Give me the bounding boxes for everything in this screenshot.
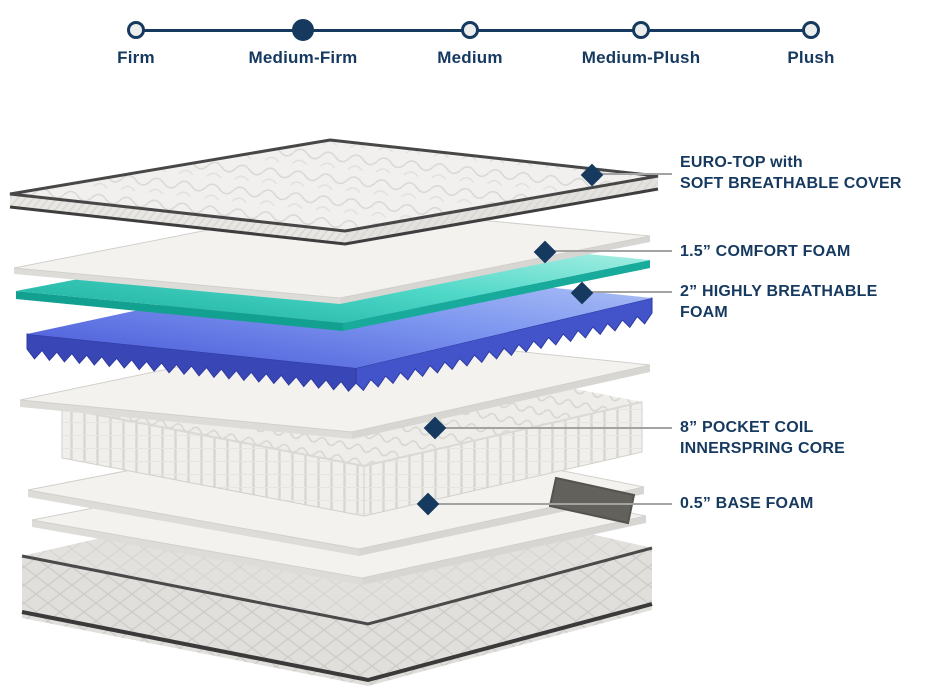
layer-label-line: 2” HIGHLY BREATHABLE <box>680 283 878 300</box>
firmness-label-medium: Medium <box>437 48 503 67</box>
layer-label-line: 8” POCKET COIL <box>680 419 814 436</box>
firmness-label-medium-plush: Medium-Plush <box>581 48 701 67</box>
layer-label-line: INNERSPRING CORE <box>680 440 845 457</box>
layer-cover-sheet <box>13 205 651 304</box>
base-handle <box>548 476 636 525</box>
connector-pocket-coil <box>443 427 672 429</box>
firmness-label-plush: Plush <box>787 48 835 67</box>
layer-label-line: FOAM <box>680 304 728 321</box>
layer-label-pocket-coil: 8” POCKET COIL INNERSPRING CORE <box>680 417 845 459</box>
connector-breathable-foam <box>590 291 672 293</box>
connector-euro-top <box>600 173 672 175</box>
layer-label-euro-top: EURO-TOP with SOFT BREATHABLE COVER <box>680 152 902 194</box>
connector-comfort-foam <box>553 250 672 252</box>
layer-label-breathable-foam: 2” HIGHLY BREATHABLE FOAM <box>680 281 878 323</box>
firmness-dot-plush[interactable] <box>802 21 820 39</box>
connector-base-foam <box>436 503 672 505</box>
layer-label-line: 0.5” BASE FOAM <box>680 495 814 512</box>
firmness-dot-firm[interactable] <box>127 21 145 39</box>
firmness-dot-medium-plush[interactable] <box>632 21 650 39</box>
layer-label-comfort-foam: 1.5” COMFORT FOAM <box>680 241 851 262</box>
layer-label-line: 1.5” COMFORT FOAM <box>680 243 851 260</box>
firmness-scale: Firm Medium-Firm Medium Medium-Plush Plu… <box>0 0 933 80</box>
firmness-label-firm: Firm <box>117 48 155 67</box>
firmness-dot-medium[interactable] <box>461 21 479 39</box>
firmness-dot-medium-firm[interactable] <box>292 19 314 41</box>
layer-label-base-foam: 0.5” BASE FOAM <box>680 493 814 514</box>
layer-euro-top <box>9 138 659 246</box>
layer-label-line: EURO-TOP with <box>680 154 803 171</box>
layer-label-line: SOFT BREATHABLE COVER <box>680 175 902 192</box>
firmness-label-medium-firm: Medium-Firm <box>248 48 358 67</box>
